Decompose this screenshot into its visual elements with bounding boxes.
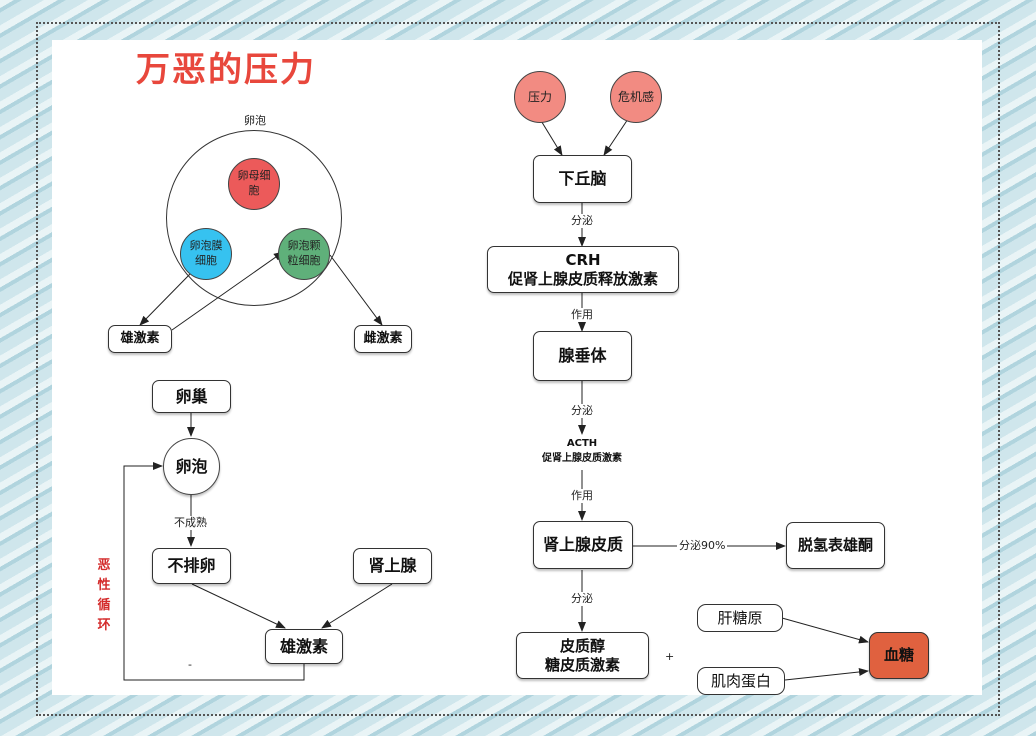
act-label-2: 作用 bbox=[569, 489, 595, 503]
secrete-label-1: 分泌 bbox=[569, 214, 595, 228]
acth-abbrev: ACTH bbox=[566, 438, 598, 449]
adrenal-node: 肾上腺 bbox=[353, 548, 432, 584]
follicle-node: 卵泡 bbox=[163, 438, 220, 495]
blood-sugar-node: 血糖 bbox=[869, 632, 929, 679]
oocyte-node: 卵母细胞 bbox=[228, 158, 280, 210]
muscle-protein-node: 肌肉蛋白 bbox=[697, 667, 785, 695]
vicious-cycle-label: 恶性循环 bbox=[97, 558, 111, 633]
anovulation-node: 不排卵 bbox=[152, 548, 231, 584]
granulosa-cell-label: 卵泡颗粒细胞 bbox=[287, 239, 321, 267]
secrete-90-label: 分泌90% bbox=[677, 539, 728, 553]
edge-anovulation-to-androgen bbox=[191, 583, 286, 629]
edge-glycogen-to-blood-sugar bbox=[781, 617, 869, 644]
adrenal-cortex-node: 肾上腺皮质 bbox=[533, 521, 633, 569]
edge-theca-to-androgen bbox=[139, 271, 193, 326]
crh-node: CRH 促肾上腺皮质释放激素 bbox=[487, 246, 679, 293]
ovary-node: 卵巢 bbox=[152, 380, 231, 413]
pituitary-node: 腺垂体 bbox=[533, 331, 632, 381]
androgen-node-bottom: 雄激素 bbox=[265, 629, 343, 664]
theca-cell-label: 卵泡膜细胞 bbox=[189, 239, 223, 267]
crh-abbrev: CRH bbox=[565, 250, 601, 269]
oocyte-label: 卵母细胞 bbox=[237, 169, 271, 197]
dotted-frame bbox=[36, 22, 1000, 716]
hypothalamus-node: 下丘脑 bbox=[533, 155, 632, 203]
androgen-node-top: 雄激素 bbox=[108, 325, 172, 353]
secrete-label-3: 分泌 bbox=[569, 592, 595, 606]
follicle-circle bbox=[166, 130, 342, 306]
crh-fullname: 促肾上腺皮质释放激素 bbox=[507, 269, 658, 288]
crisis-node: 危机感 bbox=[610, 71, 662, 123]
follicle-label: 卵泡 bbox=[244, 114, 266, 127]
stress-node: 压力 bbox=[514, 71, 566, 123]
granulosa-cell-node: 卵泡颗粒细胞 bbox=[278, 228, 330, 280]
glycogen-node: 肝糖原 bbox=[697, 604, 783, 632]
acth-fullname: 促肾上腺皮质激素 bbox=[542, 453, 622, 464]
edge-crisis-to-hypothalamus bbox=[603, 118, 629, 156]
edge-stress-to-hypothalamus bbox=[539, 118, 563, 156]
edge-muscle-to-blood-sugar bbox=[784, 667, 869, 681]
acth-label: ACTH 促肾上腺皮质激素 bbox=[522, 436, 642, 466]
act-label-1: 作用 bbox=[569, 308, 595, 322]
plus-label: + bbox=[665, 650, 675, 663]
cortisol-name: 皮质醇 bbox=[559, 636, 605, 655]
estrogen-node: 雌激素 bbox=[354, 325, 412, 353]
minus-label: - bbox=[188, 658, 192, 671]
page-title: 万恶的压力 bbox=[136, 50, 316, 90]
glucocorticoid-name: 糖皮质激素 bbox=[544, 655, 620, 674]
dhea-node: 脱氢表雄酮 bbox=[786, 522, 885, 569]
theca-cell-node: 卵泡膜细胞 bbox=[180, 228, 232, 280]
edge-androgen-feedback bbox=[123, 462, 305, 681]
edge-granulosa-to-estrogen bbox=[329, 254, 383, 326]
secrete-label-2: 分泌 bbox=[569, 404, 595, 418]
edge-adrenal-to-androgen bbox=[321, 583, 393, 629]
cortisol-node: 皮质醇 糖皮质激素 bbox=[516, 632, 649, 679]
immature-label: 不成熟 bbox=[172, 516, 209, 530]
